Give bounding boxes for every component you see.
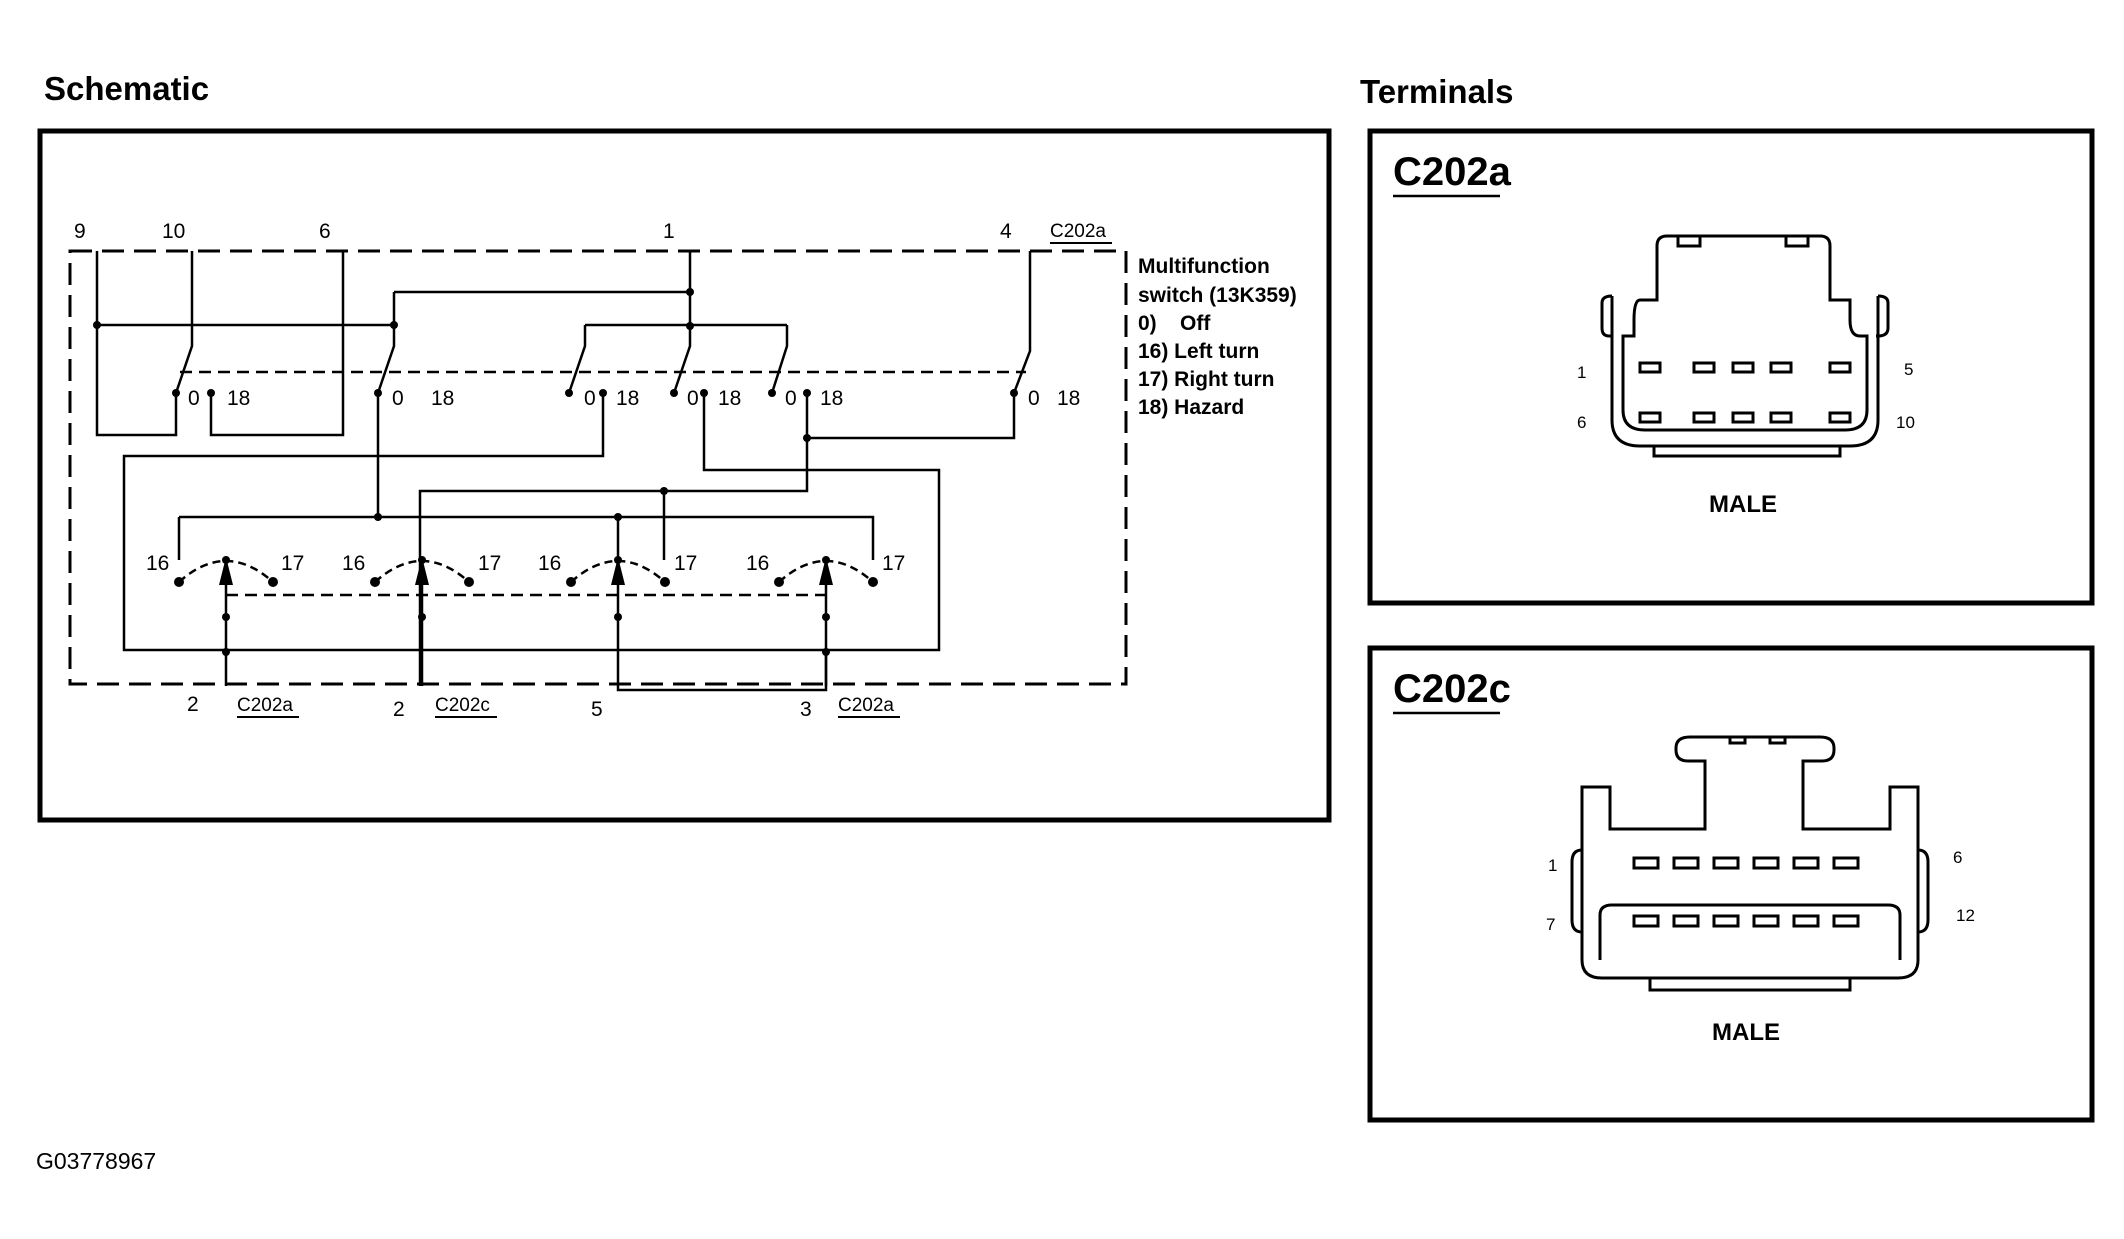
bottom-pin-2a: 2 xyxy=(187,693,199,716)
c202c-pin-6-label: 6 xyxy=(1953,848,1962,867)
svg-text:0: 0 xyxy=(584,387,596,410)
connector-c202c-housing xyxy=(1570,735,1930,992)
c202c-pin-12-label: 12 xyxy=(1956,906,1975,925)
svg-text:18: 18 xyxy=(1057,387,1080,410)
schematic-title: Schematic xyxy=(44,70,209,107)
svg-text:0: 0 xyxy=(687,387,699,410)
top-pin-9: 9 xyxy=(74,220,86,243)
connector-c202c-title: C202c xyxy=(1393,667,1511,711)
svg-text:18: 18 xyxy=(718,387,741,410)
contact-labels: 0 18 0 18 0 18 0 18 0 18 0 18 16 17 16 1… xyxy=(146,387,1080,575)
c202a-pin-1-label: 1 xyxy=(1577,363,1586,382)
top-pin-1: 1 xyxy=(663,220,675,243)
connector-c202a-pins xyxy=(1638,361,1852,424)
svg-text:16: 16 xyxy=(146,552,169,575)
bottom-connector-c202a-2: C202a xyxy=(838,695,894,716)
switch-legend: Multifunction switch (13K359) 0) Off 16)… xyxy=(1138,255,1297,419)
bottom-connector-c202c: C202c xyxy=(435,695,490,716)
top-pin-4: 4 xyxy=(1000,220,1012,243)
svg-text:16: 16 xyxy=(746,552,769,575)
c202a-pin-10-label: 10 xyxy=(1896,413,1915,432)
svg-text:0: 0 xyxy=(1028,387,1040,410)
switch-name-line2: switch (13K359) xyxy=(1138,284,1297,307)
junction-dots xyxy=(93,288,1018,656)
svg-text:0: 0 xyxy=(785,387,797,410)
connector-c202c-pins xyxy=(1632,856,1860,928)
position-right-turn: 17) Right turn xyxy=(1138,368,1275,391)
bottom-pin-3: 3 xyxy=(800,698,812,721)
switch-name-line1: Multifunction xyxy=(1138,255,1270,278)
c202a-gender: MALE xyxy=(1709,491,1777,518)
bottom-connector-c202a-1: C202a xyxy=(237,695,293,716)
svg-text:16: 16 xyxy=(538,552,561,575)
figure-id: G03778967 xyxy=(36,1148,156,1174)
svg-text:0: 0 xyxy=(188,387,200,410)
c202c-pin-1-label: 1 xyxy=(1548,856,1557,875)
connector-c202a-title: C202a xyxy=(1393,150,1512,194)
wiring-lines xyxy=(95,251,1032,692)
c202c-gender: MALE xyxy=(1712,1019,1780,1046)
connector-c202c-panel: C202c 1 6 7 12 MALE xyxy=(1367,645,2095,1123)
bottom-pin-5: 5 xyxy=(591,698,603,721)
svg-text:16: 16 xyxy=(342,552,365,575)
svg-text:17: 17 xyxy=(478,552,501,575)
top-pin-6: 6 xyxy=(319,220,331,243)
position-off: 0) Off xyxy=(1138,312,1211,335)
wiper-arrows xyxy=(219,557,833,585)
svg-text:18: 18 xyxy=(227,387,250,410)
connector-c202a-panel: C202a 1 5 6 10 MALE xyxy=(1367,128,2095,606)
top-pin-10: 10 xyxy=(162,220,185,243)
c202a-pin-5-label: 5 xyxy=(1904,360,1913,379)
svg-text:17: 17 xyxy=(674,552,697,575)
connector-c202a-housing xyxy=(1600,234,1890,458)
svg-text:18: 18 xyxy=(820,387,843,410)
bottom-pin-2c: 2 xyxy=(393,698,405,721)
position-hazard: 18) Hazard xyxy=(1138,396,1244,419)
schematic-frame xyxy=(37,128,1332,823)
switch-boundary xyxy=(68,249,1128,686)
c202a-pin-6-label: 6 xyxy=(1577,413,1586,432)
svg-text:18: 18 xyxy=(431,387,454,410)
terminals-title: Terminals xyxy=(1360,73,1513,110)
svg-text:0: 0 xyxy=(392,387,404,410)
c202c-pin-7-label: 7 xyxy=(1546,915,1555,934)
svg-text:17: 17 xyxy=(882,552,905,575)
top-connector-label: C202a xyxy=(1050,221,1106,242)
svg-text:17: 17 xyxy=(281,552,304,575)
svg-text:18: 18 xyxy=(616,387,639,410)
position-left-turn: 16) Left turn xyxy=(1138,340,1259,363)
